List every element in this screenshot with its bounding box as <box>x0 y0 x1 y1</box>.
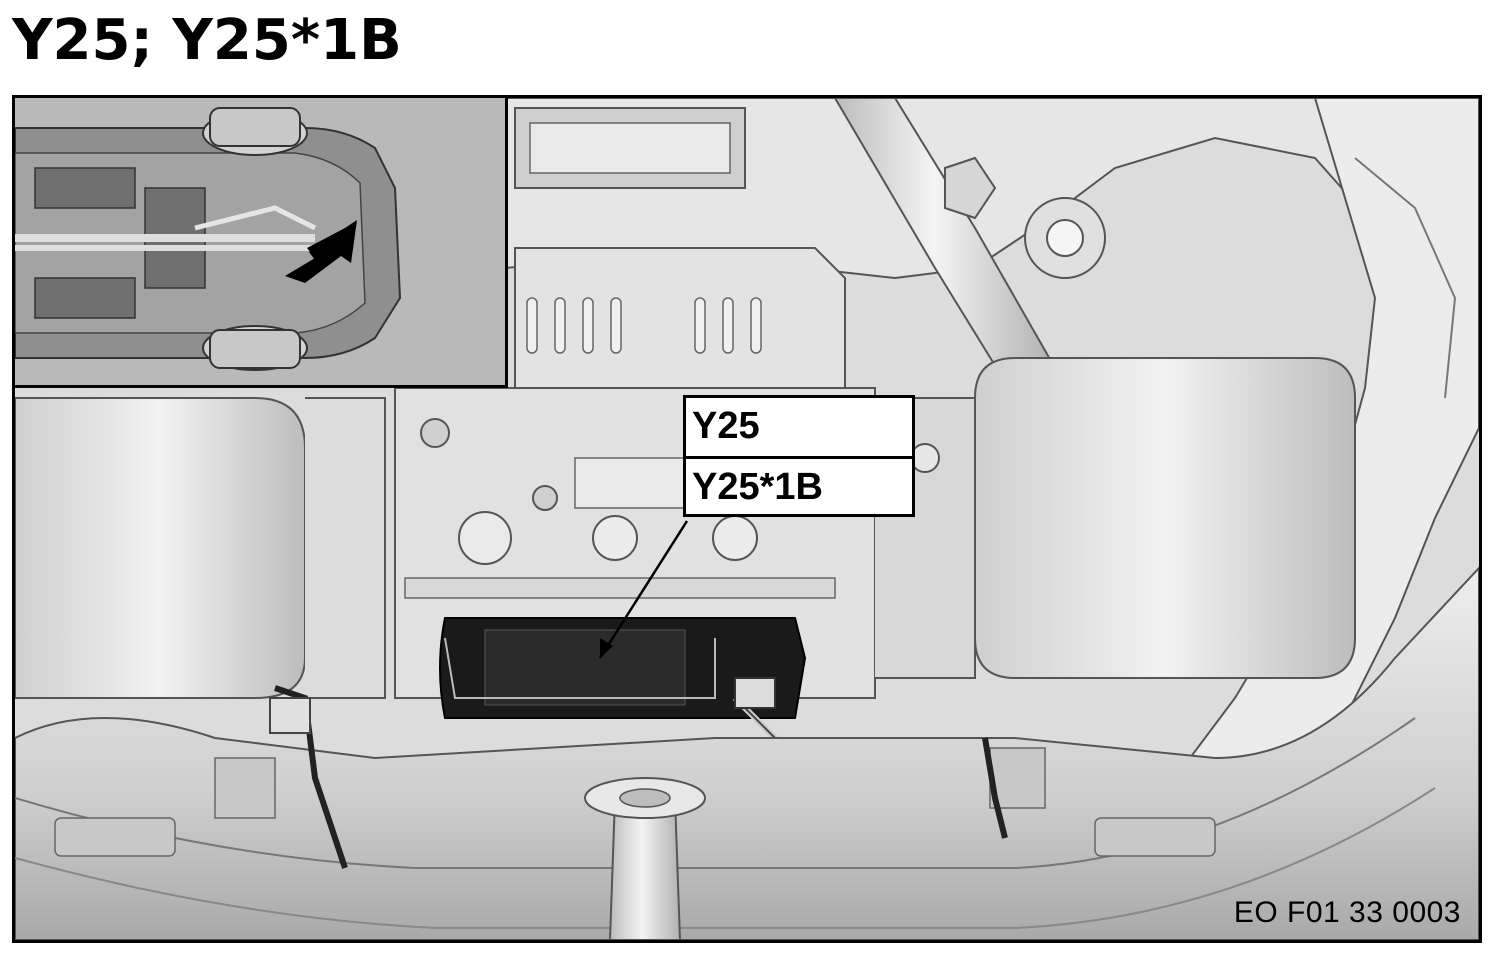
callout-label-y25: Y25 <box>692 405 760 447</box>
component-location-figure: Y25 Y25*1B EO F01 33 0003 <box>12 95 1482 943</box>
page-title: Y25; Y25*1B <box>12 8 402 73</box>
underbody-illustration <box>15 98 1479 940</box>
location-arrow-icon <box>285 220 357 283</box>
vehicle-underside-illustration <box>15 98 505 385</box>
vehicle-underside-inset <box>15 98 508 388</box>
figure-code: EO F01 33 0003 <box>1233 896 1461 929</box>
component-callout: Y25 Y25*1B <box>683 395 915 517</box>
callout-label-y25-1b: Y25*1B <box>686 456 912 514</box>
